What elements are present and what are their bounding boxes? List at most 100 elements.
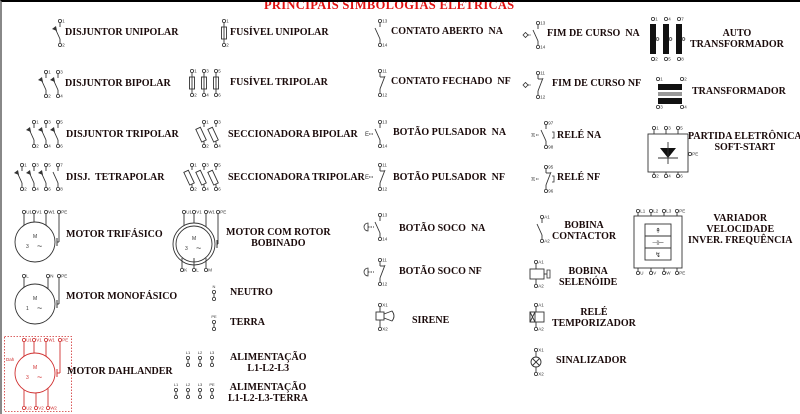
- terminal-label: L2: [186, 382, 191, 387]
- terminal-icon: [56, 143, 61, 148]
- terminal-label: U1: [26, 338, 32, 343]
- terminal-label: 3: [206, 69, 209, 74]
- terminal-label: 5: [218, 69, 221, 74]
- terminal-icon: [652, 126, 657, 131]
- terminal-icon: [377, 68, 382, 74]
- terminal-label: 97: [548, 121, 554, 126]
- tap-terminal-icon: [655, 37, 660, 41]
- motor-mark: M: [33, 296, 37, 302]
- terminal-icon: [377, 162, 382, 168]
- terminal-label: 6: [60, 144, 63, 149]
- contact-blade: [379, 264, 386, 279]
- terminal-label: 4: [36, 187, 39, 192]
- terminal-icon: [675, 126, 680, 131]
- terminal-label: 2: [656, 174, 659, 179]
- terminal-label: U1: [26, 210, 32, 215]
- terminal-label: X2: [538, 372, 544, 377]
- terminal-icon: [21, 274, 26, 279]
- terminal-label: PE: [220, 210, 226, 215]
- terminal-icon: [44, 210, 49, 215]
- breaker-trip-icon: [50, 127, 55, 132]
- terminal-icon: [652, 174, 657, 179]
- terminal-icon: [191, 210, 196, 215]
- terminal-label: 2: [62, 43, 65, 48]
- terminal-label: U2: [26, 406, 32, 411]
- terminal-icon: [57, 210, 62, 215]
- inverter-inner-box: [644, 223, 672, 261]
- terminal-label: 4: [668, 17, 671, 22]
- fuse-icon: [221, 26, 227, 40]
- terminal-icon: [214, 162, 219, 168]
- terminal-label: 4: [684, 105, 687, 110]
- terminal-label: L2: [198, 350, 203, 355]
- terminal-icon: [377, 18, 382, 24]
- terminal-icon: [539, 214, 544, 220]
- motor-icon: [14, 352, 56, 394]
- breaker-trip-icon: [52, 26, 57, 31]
- terminal-icon: [189, 162, 194, 168]
- soft-starter-box: [647, 133, 689, 173]
- motor-mark: ~: [196, 243, 201, 253]
- terminal-label: PE: [679, 209, 685, 214]
- contact-blade: [52, 171, 59, 184]
- terminal-label: 14: [382, 237, 388, 242]
- terminal-label: W1: [48, 210, 55, 215]
- disconnector-blade-icon: [195, 126, 207, 143]
- terminal-label: 12: [540, 95, 546, 100]
- terminal-icon: [213, 92, 218, 97]
- terminal-icon: [201, 68, 206, 74]
- terminal-icon: [56, 162, 61, 168]
- terminal-label: W1: [208, 210, 215, 215]
- dc-link-icon: ⊣⊢: [652, 240, 664, 247]
- breaker-trip-icon: [50, 77, 55, 82]
- terminal-label: PE: [211, 314, 217, 319]
- terminal-icon: [201, 143, 206, 148]
- winding-icon: [676, 24, 682, 54]
- terminal-label: L: [26, 274, 29, 279]
- terminal-label: 4: [48, 144, 51, 149]
- label-botao-pulsador-na: BOTÃO PULSADOR NA: [393, 127, 507, 138]
- fuse-icon: [201, 76, 207, 90]
- terminal-icon: [377, 42, 382, 47]
- terminal-label: U: [640, 271, 643, 276]
- breaker-trip-icon: [38, 77, 43, 82]
- label-seccionadora-tripolar: SECCIONADORA TRIPOLAR: [228, 172, 365, 183]
- terminal-label: 1: [36, 120, 39, 125]
- earth-terminal-icon: PE: [211, 314, 217, 331]
- relay-hook-icon: [552, 131, 555, 139]
- terminal-icon: [535, 44, 540, 49]
- terminal-label: 1: [226, 19, 229, 24]
- inverter-icon: ↯: [655, 251, 661, 259]
- terminal-icon: [201, 186, 206, 191]
- terminal-label: 2: [24, 187, 27, 192]
- terminal-icon: [43, 143, 48, 148]
- contact-blade: [379, 169, 386, 184]
- motor-mark: ~: [37, 372, 42, 382]
- label-motor-trifasico: MOTOR TRIFÁSICO: [66, 229, 163, 240]
- contact-blade: [537, 77, 544, 92]
- terminal-label: L3: [198, 382, 203, 387]
- terminal-label: PE: [679, 271, 685, 276]
- terminal-icon: [543, 164, 548, 170]
- terminal-icon: [197, 356, 202, 361]
- terminal-icon: [535, 20, 540, 26]
- terminal-label: L: [196, 268, 199, 273]
- terminal-label: X2: [382, 327, 388, 332]
- motor-mark: M: [33, 234, 37, 240]
- terminal-label: 5: [60, 120, 63, 125]
- label-disjuntor-unipolar: DISJUNTOR UNIPOLAR: [65, 27, 179, 38]
- terminal-icon: [663, 174, 668, 179]
- terminal-label: 13: [382, 213, 388, 218]
- terminal-label: 7: [681, 17, 684, 22]
- lamp-cross: [532, 358, 540, 366]
- timer-mark: [529, 311, 536, 323]
- contact-blade: [374, 128, 381, 141]
